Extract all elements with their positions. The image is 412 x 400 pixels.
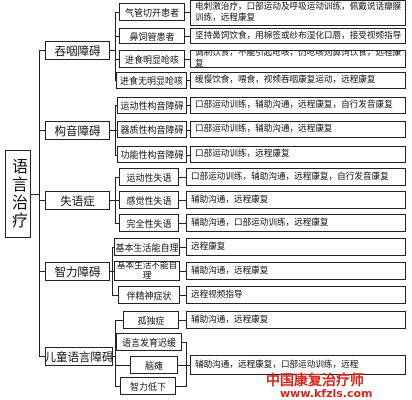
watermark-url: www.kfzls.com [280, 387, 373, 400]
root-node: 语言治疗 [5, 150, 31, 238]
node-psychiatric: 伴精神症状 [118, 286, 180, 304]
leaf-nasogastric: 坚持鼻饲饮食，用棉签或纱布湿化口唇，接受视频指导 [190, 28, 406, 44]
node-global-aphasia: 完全性失语 [119, 214, 179, 232]
leaf-motor-dysarthria: 口部运动训练，辅助沟通，远程康复，自行发音康复 [190, 97, 406, 114]
node-cerebral-palsy: 脑瘫 [130, 356, 178, 374]
node-autism: 孤独症 [123, 311, 179, 329]
leaf-tracheostomy: 电刺激治疗，口部运动及呼吸运动训练，佩戴说话瓣膜训练，远程康复 [190, 0, 406, 26]
node-nasogastric: 鼻饲管患者 [119, 28, 185, 44]
category-aphasia: 失语症 [45, 191, 110, 210]
node-mental-retardation: 智力低下 [120, 377, 176, 395]
leaf-autism: 辅助沟通，远程康复 [186, 311, 406, 329]
node-language-delay: 语言发育迟缓 [116, 333, 182, 351]
leaf-organic-dysarthria: 口部运动训练，辅助沟通，远程康复 [190, 121, 406, 138]
node-self-care-able: 基本生活能自理 [114, 238, 180, 256]
node-motor-aphasia: 运动性失语 [119, 168, 179, 186]
leaf-no-obvious-choking: 缓慢饮食，喂食，视频吞咽康复运动，远程康复 [190, 72, 406, 89]
node-sensory-aphasia: 感觉性失语 [119, 191, 179, 209]
leaf-global-aphasia: 辅助沟通，口部运动训练，远程康复 [186, 214, 406, 232]
leaf-obvious-choking: 调制饮食，不能引起呛咳，仍呛咳则鼻饲饮食，远程康复 [190, 50, 406, 68]
leaf-self-care-unable: 辅助沟通，远程康复 [186, 262, 406, 280]
category-child-language: 儿童语言障碍 [45, 347, 113, 366]
node-self-care-unable: 基本生活不能自理 [114, 261, 180, 281]
root-connector [31, 194, 39, 195]
watermark-title: 中国康复治疗师 [266, 373, 364, 389]
leaf-sensory-aphasia: 辅助沟通，远程康复 [186, 191, 406, 209]
category-swallowing: 吞咽障碍 [45, 41, 110, 60]
category-dysarthria: 构音障碍 [45, 121, 110, 140]
leaf-psychiatric: 远程视频指导 [186, 286, 406, 304]
trunk-line [39, 50, 40, 356]
category-intellectual: 智力障碍 [45, 262, 110, 281]
node-organic-dysarthria: 器质性构音障碍 [117, 121, 187, 138]
node-tracheostomy: 气管切开患者 [119, 3, 185, 21]
leaf-functional-dysarthria: 口部运动训练，远程康复 [190, 146, 406, 163]
node-obvious-choking: 进食明显呛咳 [119, 50, 185, 68]
node-functional-dysarthria: 功能性构音障碍 [117, 146, 187, 163]
leaf-self-care-able: 远程康复 [186, 238, 406, 256]
node-no-obvious-choking: 进食无明显呛咳 [116, 72, 187, 89]
leaf-motor-aphasia: 口部运动训练，辅助沟通，远程康复，自行发音康复 [186, 168, 406, 186]
leaf-cerebral-palsy: 辅助沟通，远程康复，口部运动训练，远程 [190, 355, 406, 375]
node-motor-dysarthria: 运动性构音障碍 [117, 97, 187, 114]
